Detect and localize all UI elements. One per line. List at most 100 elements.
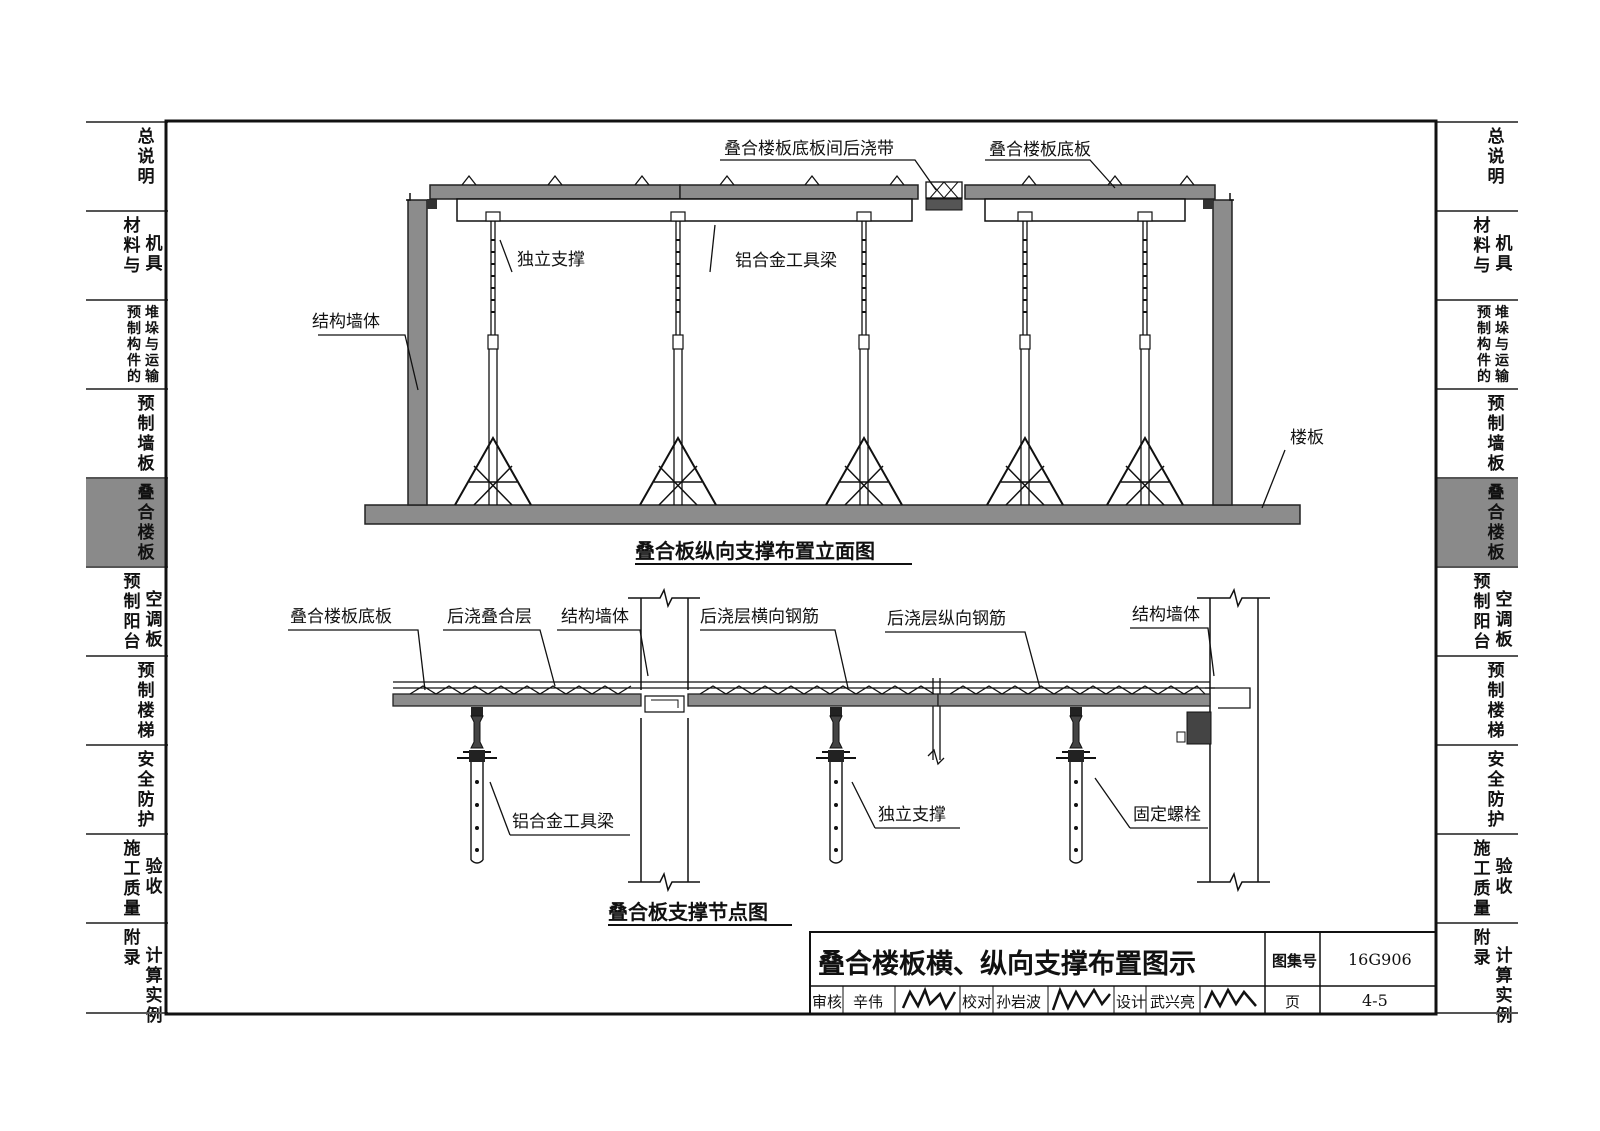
section-tab-label: 堆垛与运输 — [145, 305, 159, 385]
page-number: 4-5 — [1362, 991, 1388, 1010]
atlas-number: 16G906 — [1348, 950, 1412, 969]
section-tab-wall[interactable]: 预制墙板 — [1436, 388, 1518, 477]
section-tab-materials[interactable]: 材料与机具 — [1436, 210, 1518, 299]
section-tab-label: 预制阳台 — [1473, 572, 1491, 652]
structural-wall-left — [407, 199, 428, 506]
section-tab-label: 叠合楼板 — [137, 483, 155, 563]
structural-wall-left-section — [628, 587, 700, 893]
section-tab-general[interactable]: 总说明 — [1436, 121, 1518, 210]
section-tab-label: 预制墙板 — [1487, 394, 1505, 474]
wall-bracket — [1203, 199, 1213, 209]
tab-divider — [1436, 1012, 1518, 1014]
label-post-pour-strip: 叠合楼板底板间后浇带 — [724, 139, 894, 159]
label-floor-slab: 楼板 — [1290, 428, 1324, 448]
support-node — [457, 707, 497, 864]
section-tab-label: 预制构件的 — [127, 305, 141, 385]
section-tab-stairs[interactable]: 预制楼梯 — [86, 655, 168, 744]
independent-support — [986, 211, 1064, 506]
section-tab-balcony[interactable]: 预制阳台空调板 — [86, 566, 168, 655]
independent-support — [825, 211, 903, 506]
section-tab-label: 预制构件的 — [1477, 305, 1491, 385]
label-transverse-rebar: 后浇层横向钢筋 — [700, 607, 819, 627]
section-tab-stairs[interactable]: 预制楼梯 — [1436, 655, 1518, 744]
section-tab-general[interactable]: 总说明 — [86, 121, 168, 210]
section-tab-label: 空调板 — [145, 590, 163, 650]
label-aluminum-beam: 铝合金工具梁 — [512, 812, 614, 832]
section-tab-label: 计算实例 — [1495, 946, 1513, 1026]
section-tab-stacking[interactable]: 预制构件的堆垛与运输 — [1436, 299, 1518, 388]
structural-wall-right — [1212, 199, 1233, 506]
slab-bottom-section — [687, 693, 939, 707]
section-tab-label: 叠合楼板 — [1487, 483, 1505, 563]
label-post-pour-layer: 后浇叠合层 — [447, 607, 532, 627]
wall-bracket — [427, 199, 437, 209]
lower-node-diagram: 叠合楼板底板 后浇叠合层 结构墙体 后浇层横向钢筋 后浇层纵向钢筋 结构墙体 铝… — [288, 587, 1270, 926]
checker-name: 孙岩波 — [996, 993, 1042, 1011]
independent-supports — [454, 211, 1184, 506]
design-label: 设计 — [1116, 993, 1147, 1011]
truss-zigzag — [409, 685, 1206, 695]
support-node — [1056, 707, 1096, 864]
upper-elevation-diagram: 叠合楼板底板间后浇带 叠合楼板底板 独立支撑 铝合金工具梁 结构墙体 楼板 叠合… — [312, 139, 1324, 565]
section-tab-label: 机具 — [1495, 234, 1513, 274]
section-tab-safety[interactable]: 安全防护 — [1436, 744, 1518, 833]
tab-divider — [86, 1012, 168, 1014]
label-longitudinal-rebar: 后浇层纵向钢筋 — [887, 609, 1006, 629]
reviewer-name: 辛伟 — [853, 993, 884, 1011]
section-tab-label: 安全防护 — [1487, 750, 1505, 830]
section-tab-label: 安全防护 — [137, 750, 155, 830]
section-tab-label: 施工质量 — [123, 839, 141, 919]
section-tab-materials[interactable]: 材料与机具 — [86, 210, 168, 299]
label-aluminum-beam: 铝合金工具梁 — [735, 251, 837, 271]
section-tab-label: 计算实例 — [145, 946, 163, 1026]
section-tab-label: 材料与 — [123, 216, 141, 276]
support-nodes — [457, 707, 1096, 864]
section-tab-label: 材料与 — [1473, 216, 1491, 276]
support-node — [816, 707, 856, 864]
slab-bottom-panel — [964, 184, 1216, 200]
section-tab-label: 机具 — [145, 234, 163, 274]
section-tab-wall[interactable]: 预制墙板 — [86, 388, 168, 477]
floor-slab — [364, 504, 1301, 525]
section-tab-label: 验收 — [145, 857, 163, 897]
designer-name: 武兴亮 — [1150, 993, 1196, 1011]
title-block — [809, 931, 1437, 1015]
sheet-frame — [164, 119, 1438, 1016]
section-tab-quality[interactable]: 施工质量验收 — [1436, 833, 1518, 922]
signature-marks — [901, 986, 1257, 1011]
section-tab-slab[interactable]: 叠合楼板 — [86, 477, 168, 566]
label-independent-support: 独立支撑 — [878, 805, 946, 825]
section-tab-label: 预制阳台 — [123, 572, 141, 652]
edge-formwork — [1186, 711, 1212, 745]
label-fixing-bolt: 固定螺栓 — [1133, 805, 1201, 825]
section-tab-stacking[interactable]: 预制构件的堆垛与运输 — [86, 299, 168, 388]
section-tab-label: 施工质量 — [1473, 839, 1491, 919]
section-tab-safety[interactable]: 安全防护 — [86, 744, 168, 833]
atlas-label: 图集号 — [1272, 952, 1318, 970]
section-tab-balcony[interactable]: 预制阳台空调板 — [1436, 566, 1518, 655]
label-slab-bottom: 叠合楼板底板 — [989, 140, 1091, 160]
aluminum-beam — [984, 198, 1186, 222]
section-tab-label: 空调板 — [1495, 590, 1513, 650]
label-slab-bottom: 叠合楼板底板 — [290, 607, 392, 627]
section-tab-quality[interactable]: 施工质量验收 — [86, 833, 168, 922]
section-tab-label: 验收 — [1495, 857, 1513, 897]
slab-bottom-panel — [429, 184, 681, 200]
lower-diagram-title: 叠合板支撑节点图 — [608, 900, 768, 924]
independent-support — [639, 211, 717, 506]
section-tab-label: 预制楼梯 — [137, 661, 155, 741]
section-tab-appendix[interactable]: 附录计算实例 — [86, 922, 168, 1026]
slab-bottom-panel — [679, 184, 919, 200]
strip-formwork — [925, 198, 963, 211]
mid-break-line — [927, 678, 945, 766]
section-tab-label: 预制墙板 — [137, 394, 155, 474]
slab-bottom-section — [392, 693, 642, 707]
review-label: 审核 — [812, 993, 843, 1011]
label-structural-wall: 结构墙体 — [312, 312, 380, 332]
label-structural-wall-left: 结构墙体 — [561, 607, 629, 627]
page-label: 页 — [1285, 993, 1301, 1011]
section-tab-appendix[interactable]: 附录计算实例 — [1436, 922, 1518, 1026]
independent-support — [454, 211, 532, 506]
section-tab-slab[interactable]: 叠合楼板 — [1436, 477, 1518, 566]
